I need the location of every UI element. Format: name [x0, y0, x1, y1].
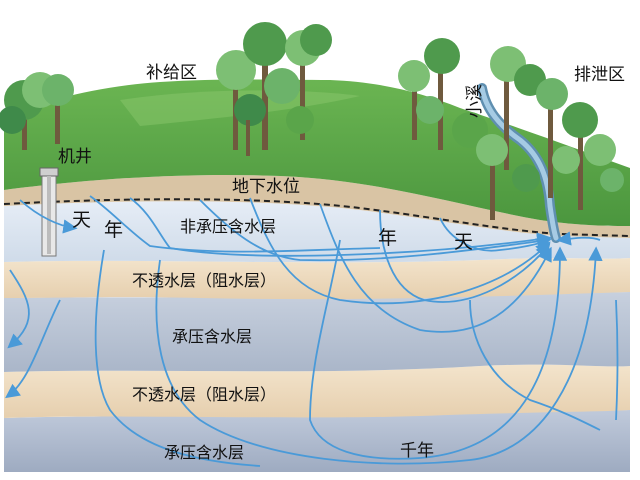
label-time-day-left: 天	[72, 209, 91, 231]
well	[39, 167, 59, 257]
flow-line	[469, 299, 601, 431]
flow-line	[155, 246, 603, 465]
label-recharge-zone: 补给区	[146, 63, 197, 83]
confined-aquifer-lower	[4, 410, 630, 472]
flow-line	[379, 209, 551, 303]
flow-line	[309, 239, 568, 460]
aquiclude-lower	[4, 364, 630, 418]
flow-line	[556, 231, 601, 246]
flow-line	[19, 199, 78, 234]
flow-line	[615, 299, 619, 421]
trees-left	[0, 72, 74, 150]
label-unconfined-aquifer: 非承压含水层	[180, 217, 276, 236]
trees-right	[398, 38, 624, 220]
label-time-year-right: 年	[378, 227, 397, 249]
label-time-year-left: 年	[104, 219, 123, 241]
label-time-millennium: 千年	[400, 441, 434, 461]
flow-line	[129, 197, 552, 257]
trees-top	[216, 22, 332, 156]
label-water-table: 地下水位	[232, 177, 300, 197]
flow-line	[439, 217, 552, 252]
label-aquiclude-upper: 不透水层（阻水层）	[132, 271, 276, 290]
label-aquiclude-lower: 不透水层（阻水层）	[132, 385, 276, 404]
flow-line	[94, 249, 261, 467]
flow-line	[249, 197, 551, 305]
soil-layer	[4, 174, 630, 238]
label-well: 机井	[58, 147, 92, 167]
flow-line	[7, 269, 30, 349]
flow-lines	[5, 195, 619, 467]
label-time-day-right: 天	[454, 231, 473, 253]
label-confined-aquifer-upper: 承压含水层	[172, 327, 252, 346]
water-table-line	[3, 198, 631, 237]
label-stream: 小溪	[465, 84, 485, 118]
label-confined-aquifer-lower: 承压含水层	[164, 443, 244, 462]
flow-line	[5, 299, 61, 399]
label-discharge-zone: 排泄区	[574, 65, 625, 85]
stream-water	[479, 85, 559, 241]
flow-line	[319, 203, 552, 333]
